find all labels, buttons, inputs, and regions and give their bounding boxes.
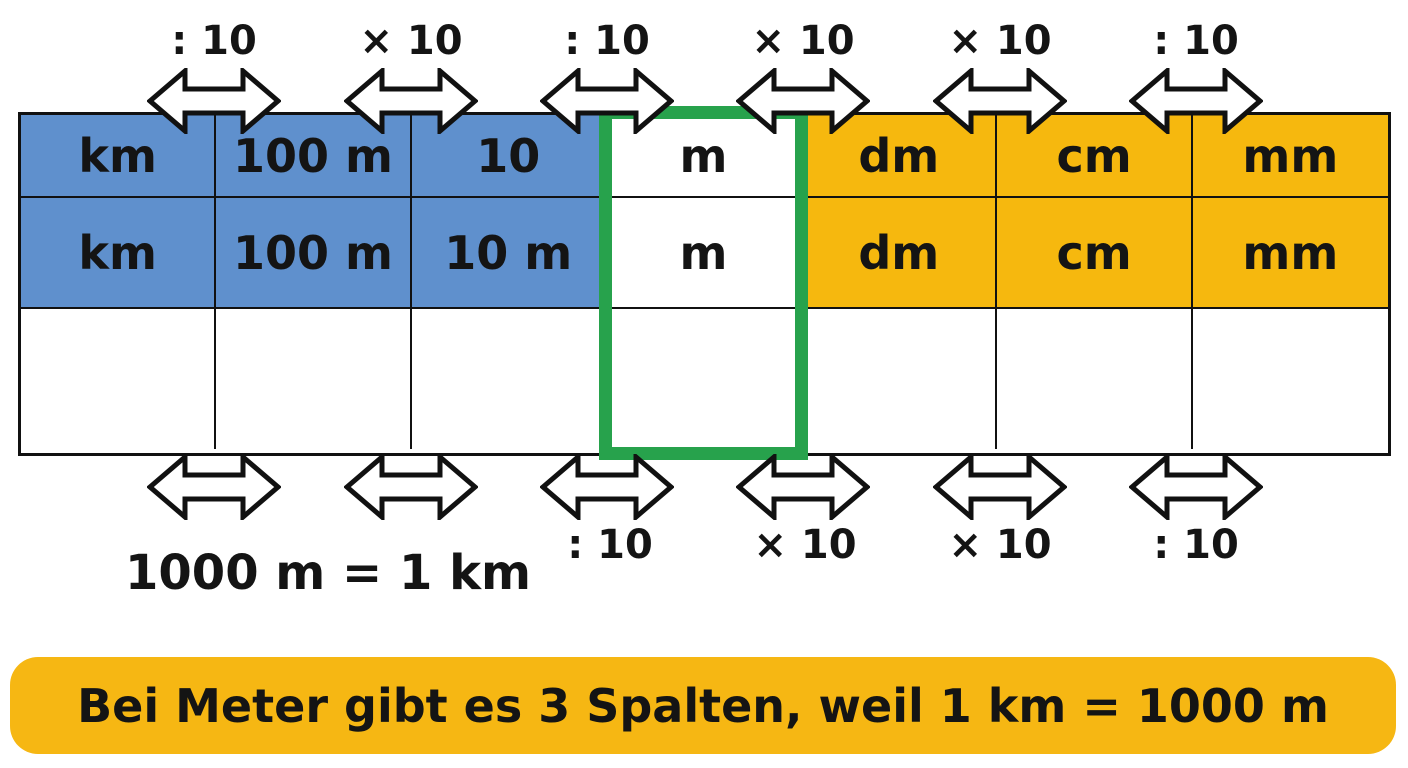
double-arrow-icon	[147, 68, 281, 134]
conversion-label-bottom-1: : 10	[567, 522, 653, 568]
table-cell-empty	[606, 309, 803, 449]
table-cell-empty	[21, 309, 217, 449]
table-cell-empty	[411, 309, 607, 449]
conversion-label-top-6: : 10	[1153, 18, 1239, 64]
double-arrow-icon	[933, 454, 1067, 520]
double-arrow-icon	[736, 68, 870, 134]
explanation-banner: Bei Meter gibt es 3 Spalten, weil 1 km =…	[10, 657, 1396, 754]
double-arrow-icon	[1129, 454, 1263, 520]
conversion-label-top-3: : 10	[564, 18, 650, 64]
table-cell: dm	[802, 198, 998, 309]
conversion-label-top-4: × 10	[751, 18, 855, 64]
meter-column-highlight-frame	[599, 106, 808, 460]
table-cell-highlighted: m	[606, 198, 803, 309]
table-cell: 10 m	[411, 198, 607, 309]
double-arrow-icon	[344, 68, 478, 134]
kilometer-equation-note: 1000 m = 1 km	[124, 545, 532, 601]
double-arrow-icon	[540, 454, 674, 520]
table-cell-empty	[216, 309, 412, 449]
unit-table: km 100 m 10 m dm cm mm km 100 m 10 m m d…	[18, 112, 1391, 456]
explanation-banner-text: Bei Meter gibt es 3 Spalten, weil 1 km =…	[77, 678, 1329, 733]
double-arrow-icon	[1129, 68, 1263, 134]
double-arrow-icon	[147, 454, 281, 520]
table-cell: cm	[997, 198, 1193, 309]
double-arrow-icon	[344, 454, 478, 520]
conversion-label-bottom-4: : 10	[1153, 522, 1239, 568]
table-cell-empty	[997, 309, 1193, 449]
conversion-label-top-5: × 10	[948, 18, 1052, 64]
double-arrow-icon	[540, 68, 674, 134]
conversion-label-top-1: : 10	[171, 18, 257, 64]
conversion-label-bottom-3: × 10	[948, 522, 1052, 568]
table-cell-empty	[802, 309, 998, 449]
conversion-label-bottom-2: × 10	[753, 522, 857, 568]
table-cell: 100 m	[216, 198, 412, 309]
double-arrow-icon	[933, 68, 1067, 134]
table-cell: 10	[411, 115, 607, 198]
table-cell: km	[21, 198, 217, 309]
table-cell-empty	[1192, 309, 1388, 449]
conversion-label-top-2: × 10	[359, 18, 463, 64]
table-cell: mm	[1192, 198, 1388, 309]
double-arrow-icon	[736, 454, 870, 520]
